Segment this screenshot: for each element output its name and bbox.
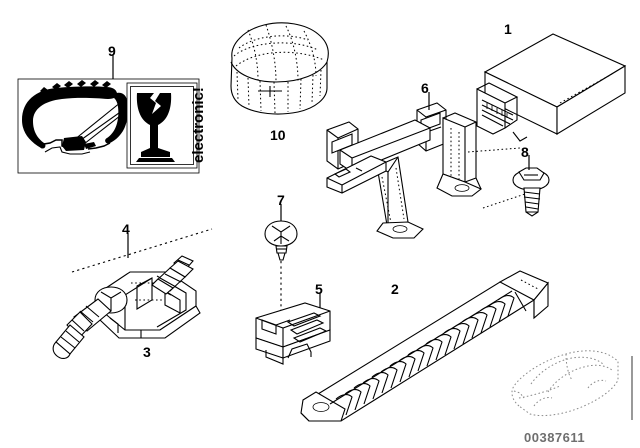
callout-label-9: 9 (108, 43, 116, 59)
sensor-fixing-screw-part (151, 255, 194, 296)
ribbed-cable-strap-part (300, 270, 549, 422)
module-right (556, 65, 626, 135)
broken-wine-glass-icon (136, 93, 175, 162)
callout-label-2: 2 (391, 281, 399, 297)
callout-label-10: 10 (270, 127, 286, 143)
callout-label-5: 5 (315, 281, 323, 297)
bracket-hole-right (454, 184, 470, 192)
screw-tip (151, 278, 174, 295)
callout-label-6: 6 (421, 80, 429, 96)
callout-label-7: 7 (277, 192, 285, 208)
bracket-hole-center (392, 225, 408, 233)
callout-label-4: 4 (122, 221, 130, 237)
fragile-electronic-warning-panel (17, 78, 200, 174)
expanding-rivet-part (264, 220, 298, 320)
diagram-watermark: 00387611 (524, 430, 586, 445)
bracket-rail (339, 119, 431, 173)
callout-label-3: 3 (143, 344, 151, 360)
module-connector (476, 88, 506, 135)
hex-flange-bolt-part (512, 167, 550, 217)
control-unit-module-part (476, 33, 627, 142)
bracket-leg-right (442, 117, 466, 183)
bolt-hex-head (518, 167, 545, 181)
sensor-skirt (99, 305, 201, 339)
callout-label-1: 1 (504, 21, 512, 37)
tire-cross-section-icon (22, 80, 128, 155)
wheel-sensor-part (52, 271, 201, 359)
vehicle-outline-sedan (511, 350, 633, 420)
protective-cap-part (230, 22, 329, 115)
strap-hole (312, 402, 330, 412)
valve-tip (52, 341, 71, 359)
cable-clip-part (255, 302, 331, 365)
callout-label-8: 8 (521, 144, 529, 160)
fragile-warning-text: electronic! (190, 87, 207, 163)
bracket-arm-left (326, 155, 387, 194)
cap-body (230, 22, 329, 115)
rivet-pin (277, 252, 286, 261)
mounting-bracket-part (326, 102, 529, 239)
cap-rim-line (230, 61, 328, 83)
strap-body (304, 281, 535, 422)
leader-dotline-4 (71, 228, 213, 273)
